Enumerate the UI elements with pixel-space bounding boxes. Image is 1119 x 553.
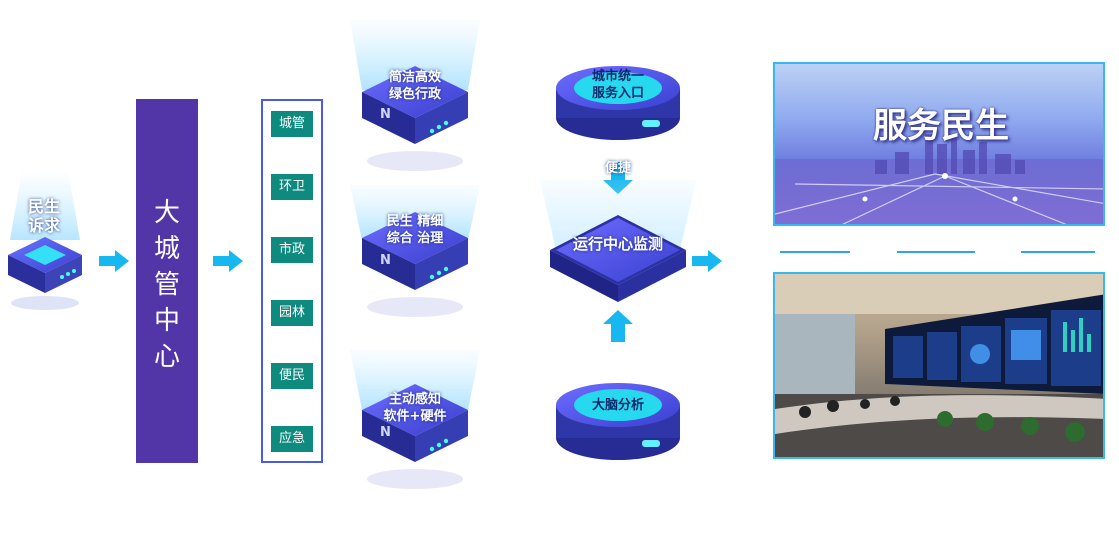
banner-image: 服务民生 (773, 62, 1105, 226)
department-yuanlin: 园林 (271, 300, 313, 326)
monitor-flow-graphic (540, 66, 696, 460)
department-bianmin: 便民 (271, 363, 313, 389)
module-label-1: 简洁高效 绿色行政 (388, 70, 441, 102)
divider-line (780, 251, 850, 253)
city-skyline-graphic (775, 134, 1103, 224)
module-cubes-graphic: N (350, 20, 480, 489)
control-room-photo (773, 272, 1105, 459)
department-panel (261, 99, 323, 463)
department-chengguan: 城管 (271, 111, 313, 137)
department-yingji: 应急 (271, 426, 313, 452)
monitor-label: 运行中心监测 (572, 235, 663, 253)
entry-connector-label: 便捷 (604, 161, 631, 176)
arrow-right-icon (692, 250, 722, 272)
department-shizheng: 市政 (271, 237, 313, 263)
divider-line (1021, 251, 1095, 253)
banner-title: 服务民生 (873, 106, 1009, 146)
source-node: 民生 诉求 (0, 165, 90, 315)
divider-line (897, 251, 975, 253)
center-bar-label: 大城管中心 (153, 198, 180, 372)
department-huanwei: 环卫 (271, 174, 313, 200)
source-cube-graphic (8, 170, 82, 310)
module-label-2: 民生 精细 综合 治理 (386, 214, 444, 246)
arrow-right-icon (213, 250, 243, 272)
entry-label: 城市统一 服务入口 (591, 69, 644, 101)
brain-label: 大脑分析 (591, 398, 644, 413)
arrow-right-icon (99, 250, 129, 272)
control-room-graphic (775, 274, 1103, 457)
source-label: 民生 诉求 (27, 197, 60, 235)
center-bar: 大城管中心 (136, 99, 198, 463)
module-label-3: 主动感知 软件+硬件 (383, 392, 447, 424)
